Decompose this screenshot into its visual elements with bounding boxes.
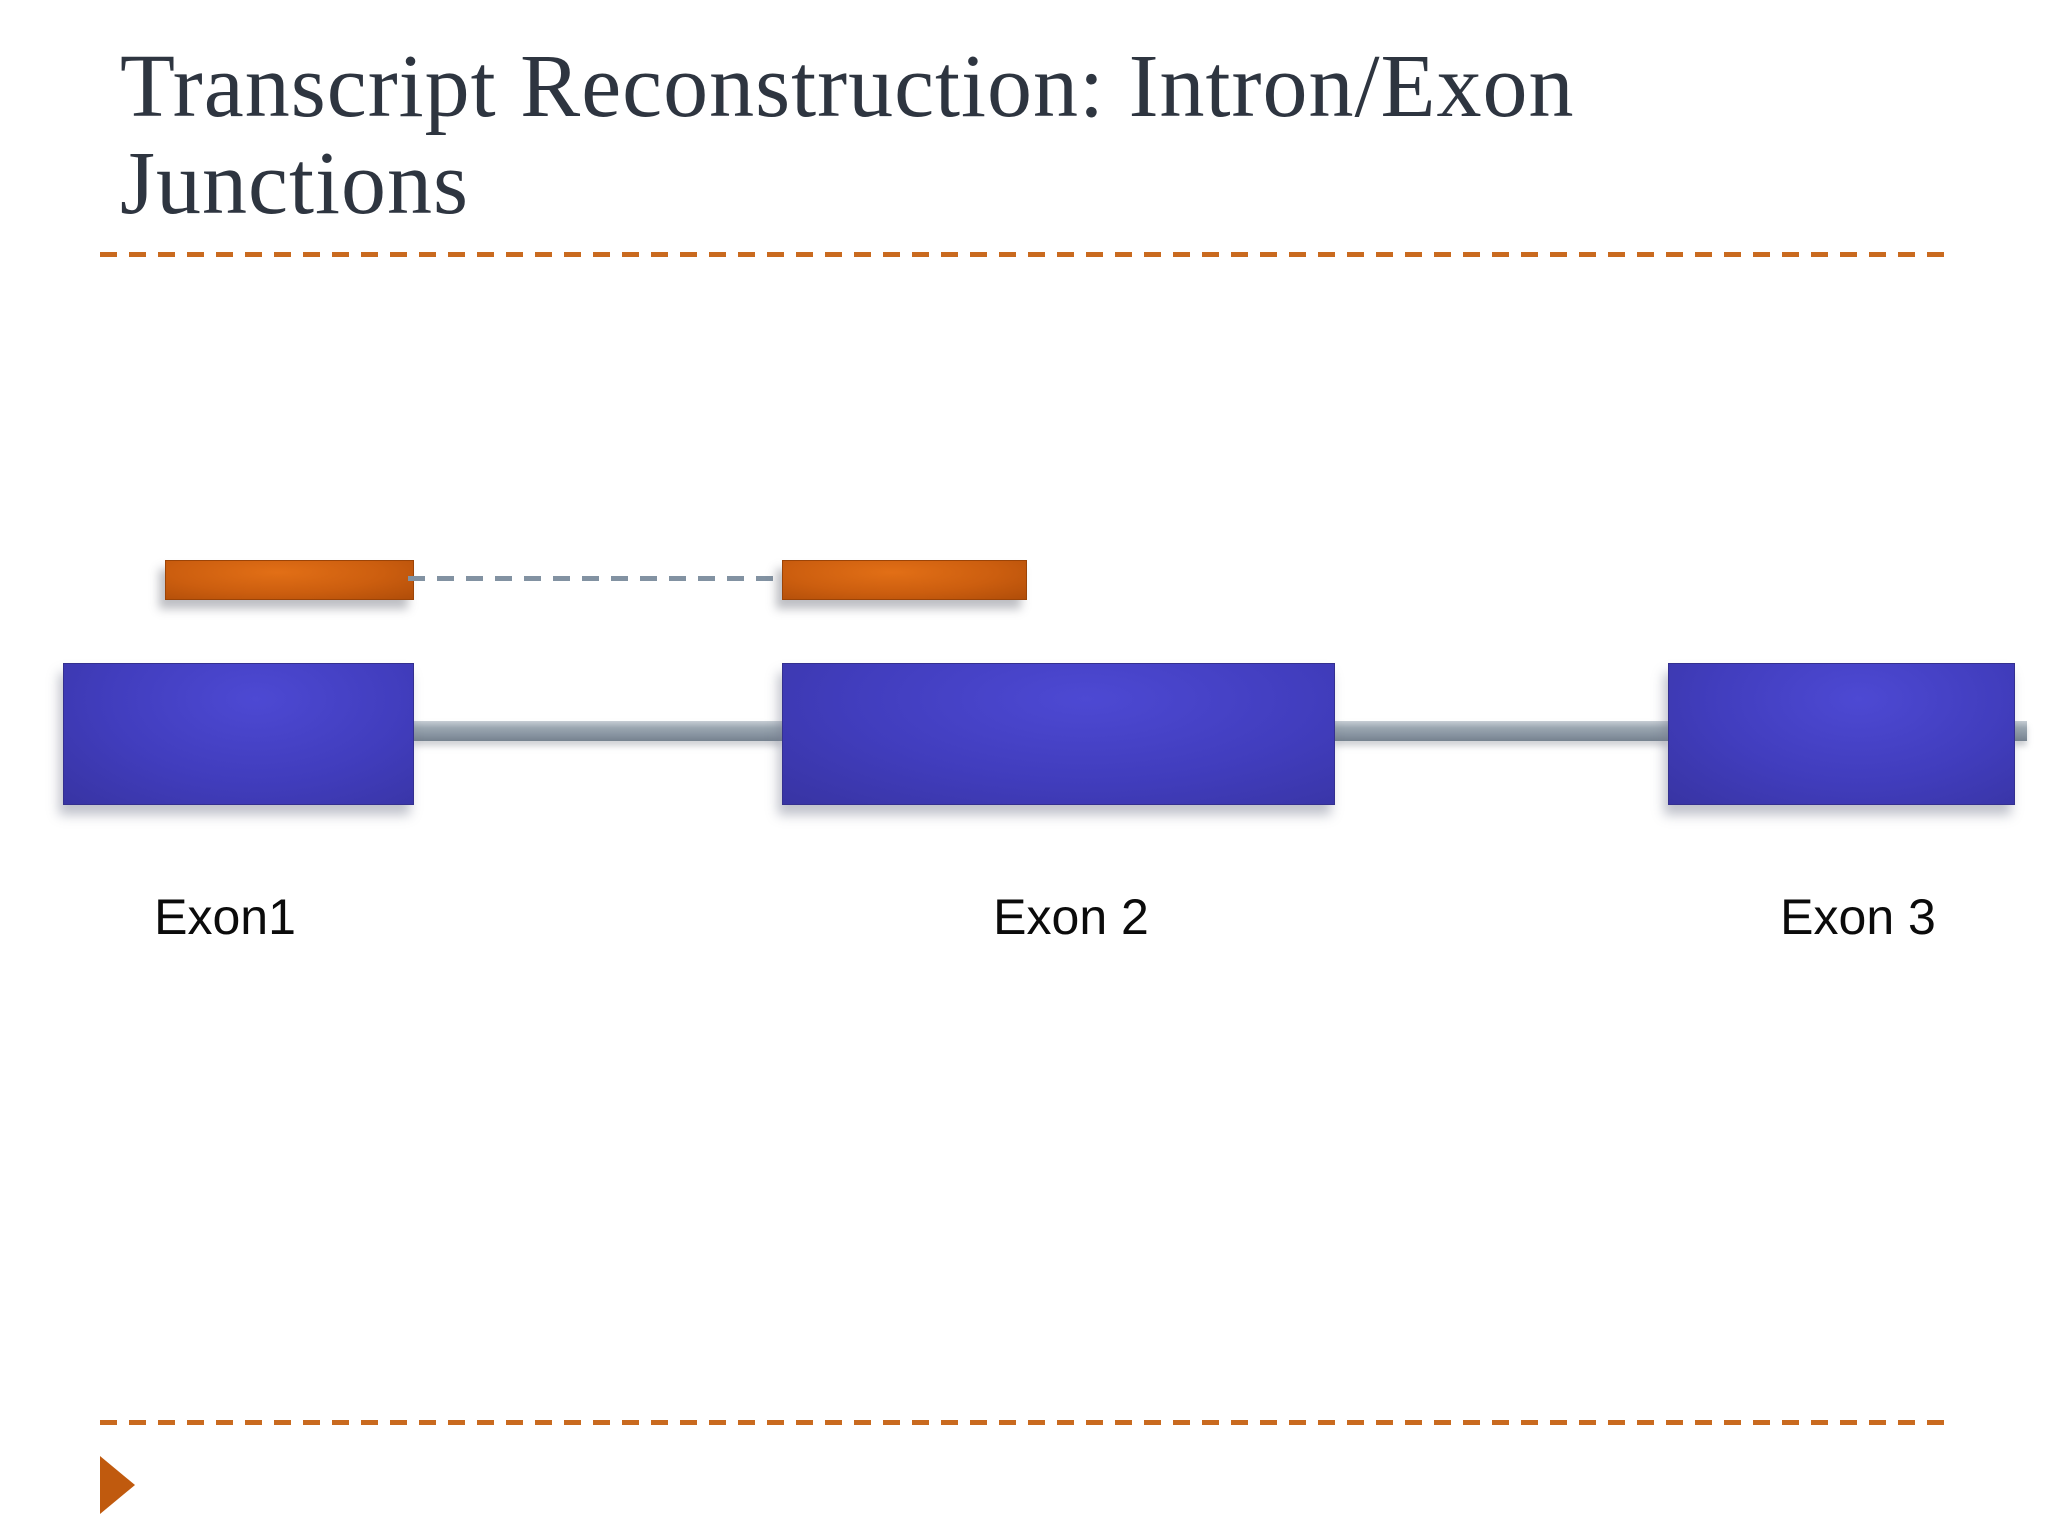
triangle-right-icon — [100, 1456, 135, 1514]
footer-divider — [100, 1420, 1947, 1425]
exon-2-label: Exon 2 — [993, 889, 1149, 945]
junction-read-right-segment — [782, 560, 1027, 600]
junction-dashed-connector — [408, 576, 786, 581]
exon-3-label: Exon 3 — [1780, 889, 1936, 945]
intron-line-right-stub — [2013, 721, 2027, 741]
exon-3-box — [1668, 663, 2015, 805]
exon-2-box — [782, 663, 1335, 805]
intron-line-1 — [412, 721, 782, 741]
junction-read-left-segment — [165, 560, 414, 600]
page-title: Transcript Reconstruction: Intron/Exon J… — [120, 37, 1575, 234]
exon-1-box — [63, 663, 414, 805]
title-divider — [100, 252, 1947, 257]
exon-1-label: Exon1 — [154, 889, 296, 945]
intron-line-2 — [1333, 721, 1668, 741]
